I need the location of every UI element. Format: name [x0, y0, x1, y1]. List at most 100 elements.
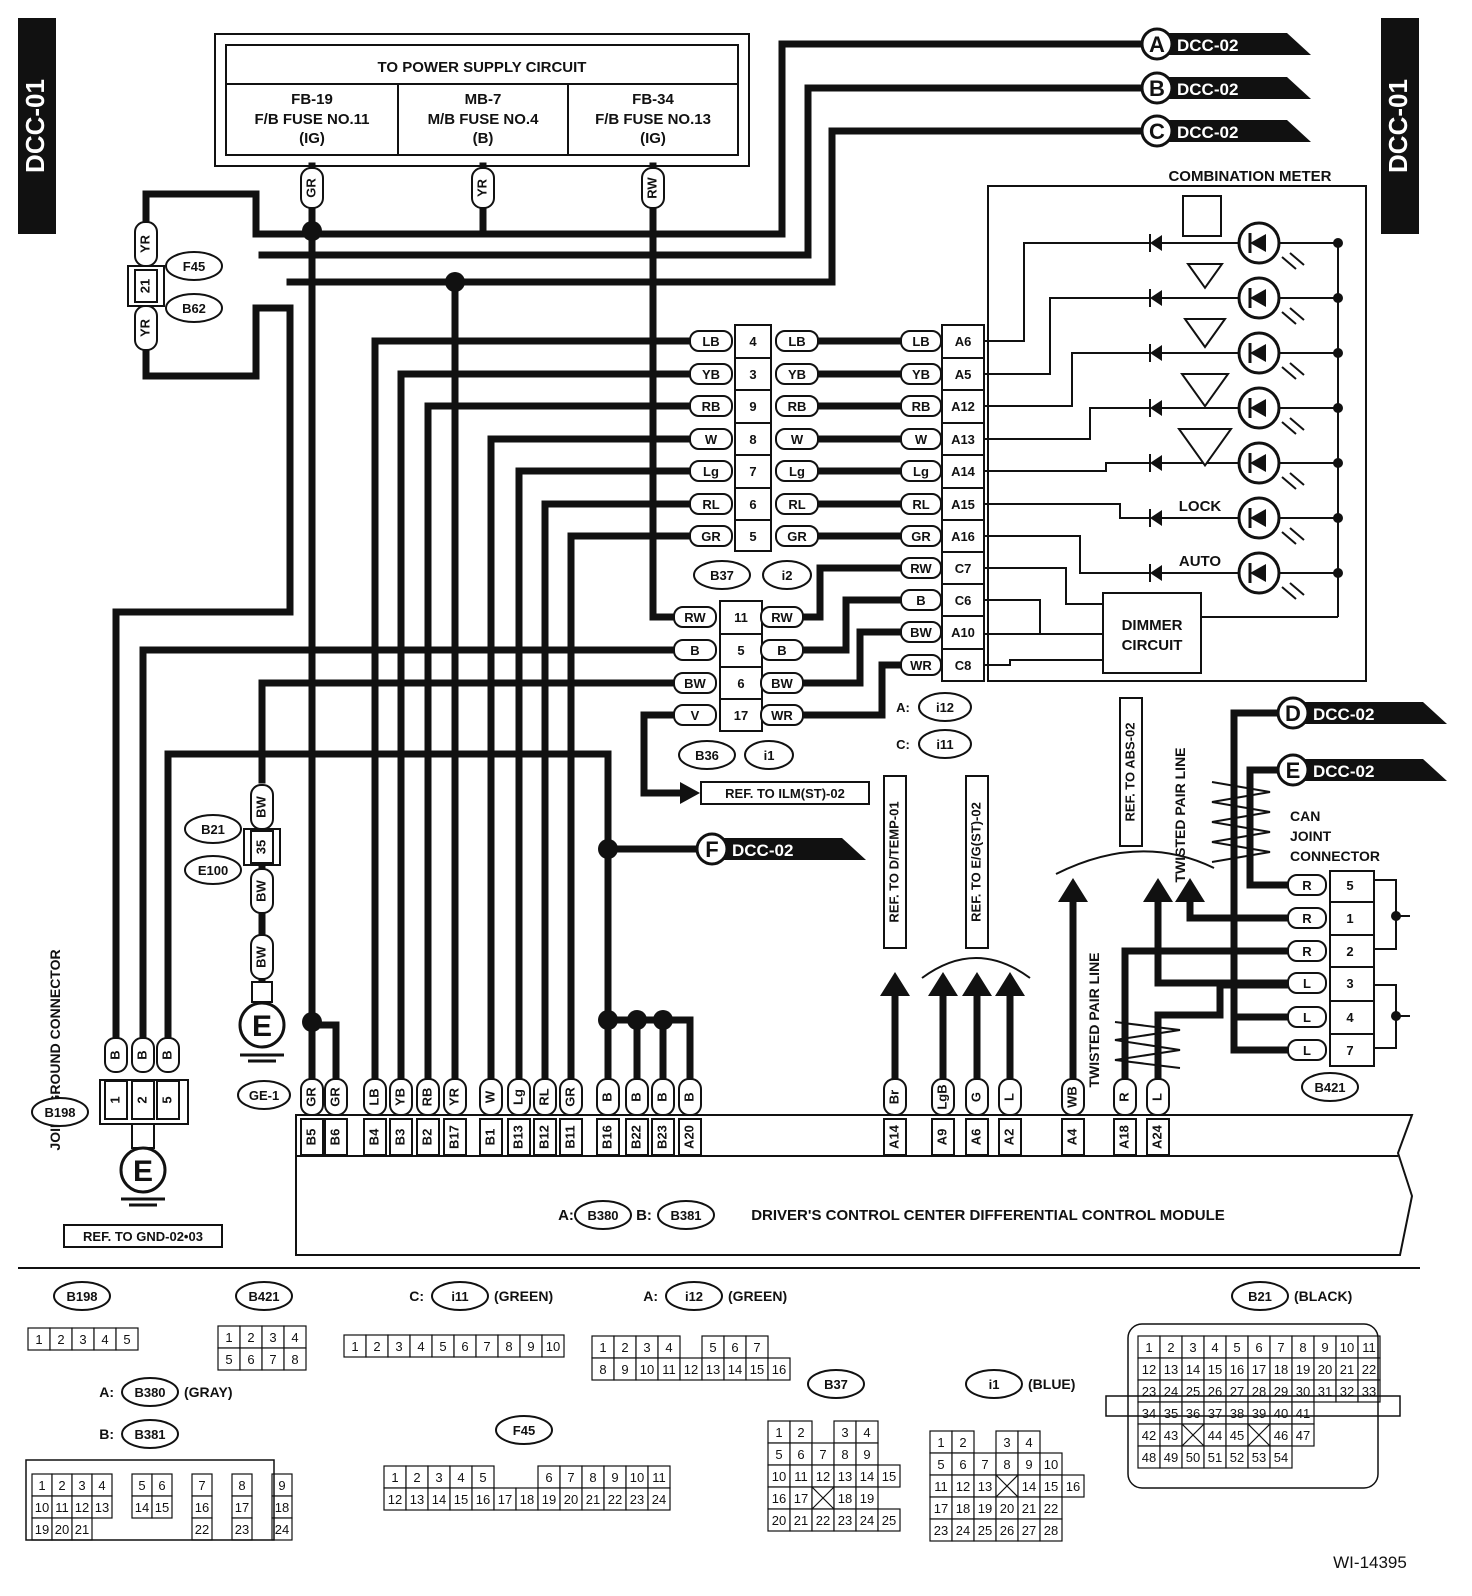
can-joint-connector: TWISTED PAIR LINE CAN JOINT CONNECTOR B4… [1172, 747, 1410, 1102]
svg-text:B: B [159, 1050, 174, 1059]
svg-text:B21: B21 [201, 822, 225, 837]
svg-text:26: 26 [1000, 1523, 1014, 1538]
svg-text:19: 19 [35, 1522, 49, 1537]
svg-text:11: 11 [55, 1500, 69, 1515]
svg-text:5: 5 [439, 1339, 446, 1354]
svg-text:R: R [1302, 911, 1312, 926]
svg-text:9: 9 [611, 1470, 618, 1485]
control-module: A: B380 B: B381 DRIVER'S CONTROL CENTER … [295, 952, 1414, 1256]
b37-left-9: RB [689, 395, 733, 417]
b37-pin-8: 8 [749, 432, 756, 447]
page-code-left: DCC-01 [18, 18, 56, 234]
svg-text:11: 11 [1362, 1340, 1376, 1355]
b37-right-9: RB [775, 395, 819, 417]
svg-text:1: 1 [937, 1435, 944, 1450]
b37-left-6: RL [689, 493, 733, 515]
svg-text:36: 36 [1186, 1406, 1200, 1421]
svg-text:14: 14 [432, 1492, 446, 1507]
svg-text:11: 11 [794, 1469, 808, 1484]
svg-text:5: 5 [709, 1340, 716, 1355]
module-wire-A24: L [1146, 1078, 1170, 1116]
svg-text:12: 12 [1142, 1362, 1156, 1377]
svg-text:F45: F45 [183, 259, 205, 274]
svg-text:Lg: Lg [789, 464, 805, 479]
svg-text:3: 3 [1003, 1435, 1010, 1450]
meter-wire-A10: BW [900, 621, 942, 643]
svg-text:6: 6 [461, 1339, 468, 1354]
svg-text:BW: BW [910, 625, 932, 640]
svg-text:4: 4 [417, 1339, 424, 1354]
svg-text:B: B [599, 1092, 614, 1101]
svg-text:REF. TO D/TEMP-01: REF. TO D/TEMP-01 [886, 801, 901, 922]
svg-text:11: 11 [652, 1470, 666, 1485]
svg-text:18: 18 [838, 1491, 852, 1506]
svg-text:35: 35 [1164, 1406, 1178, 1421]
svg-text:B198: B198 [44, 1105, 75, 1120]
svg-text:20: 20 [1000, 1501, 1014, 1516]
svg-text:18: 18 [275, 1500, 289, 1515]
svg-text:B: B [690, 643, 699, 658]
svg-text:7: 7 [198, 1478, 205, 1493]
meter-lamp-1 [1149, 221, 1343, 270]
svg-text:5: 5 [479, 1470, 486, 1485]
svg-text:7: 7 [1277, 1340, 1284, 1355]
svg-text:L: L [1303, 976, 1311, 991]
b37-pin-7: 7 [749, 464, 756, 479]
svg-text:35: 35 [253, 840, 268, 854]
meter-pin-C6: C6 [955, 593, 972, 608]
svg-text:3: 3 [841, 1425, 848, 1440]
svg-text:12: 12 [388, 1492, 402, 1507]
svg-text:GR: GR [303, 1087, 318, 1107]
svg-text:1: 1 [775, 1425, 782, 1440]
svg-text:16: 16 [772, 1362, 786, 1377]
module-pin-B23: B23 [654, 1125, 669, 1149]
svg-text:23: 23 [934, 1523, 948, 1538]
svg-text:GR: GR [562, 1087, 577, 1107]
svg-text:7: 7 [819, 1447, 826, 1462]
svg-text:10: 10 [1044, 1457, 1058, 1472]
svg-text:17: 17 [934, 1501, 948, 1516]
svg-text:12: 12 [816, 1469, 830, 1484]
module-pin-B4: B4 [366, 1128, 381, 1145]
svg-text:W: W [705, 432, 718, 447]
module-wire-A9: LgB [931, 1078, 955, 1116]
svg-text:43: 43 [1164, 1428, 1178, 1443]
combination-meter: COMBINATION METER DIMMER CIRCUIT LOCK AU… [896, 168, 1367, 759]
svg-text:B380: B380 [134, 1385, 165, 1400]
svg-text:6: 6 [1255, 1340, 1262, 1355]
svg-text:3: 3 [79, 1332, 86, 1347]
svg-text:19: 19 [542, 1492, 556, 1507]
svg-text:53: 53 [1252, 1450, 1266, 1465]
module-pin-A24: A24 [1149, 1124, 1164, 1149]
b37-pin-6: 6 [749, 497, 756, 512]
svg-text:1: 1 [38, 1478, 45, 1493]
ground-e-symbol-2: E [133, 1155, 153, 1188]
svg-text:5: 5 [123, 1332, 130, 1347]
svg-text:4: 4 [291, 1330, 298, 1345]
svg-text:LB: LB [366, 1088, 381, 1105]
svg-text:1: 1 [351, 1339, 358, 1354]
b21-e100-connector: BW 35 BW B21 E100 BW E GE-1 [184, 784, 291, 1110]
f45-b62-connector: YR 21 YR F45 B62 [127, 221, 223, 351]
module-pin-B5: B5 [303, 1129, 318, 1146]
svg-text:B:: B: [99, 1426, 114, 1442]
power-title: TO POWER SUPPLY CIRCUIT [378, 59, 587, 76]
svg-text:TWISTED PAIR LINE: TWISTED PAIR LINE [1172, 747, 1188, 882]
svg-text:13: 13 [95, 1500, 109, 1515]
svg-text:20: 20 [55, 1522, 69, 1537]
module-wire-A20: B [678, 1078, 702, 1116]
svg-text:8: 8 [1299, 1340, 1306, 1355]
svg-text:LgB: LgB [934, 1084, 949, 1109]
svg-text:i12: i12 [685, 1289, 703, 1304]
module-pin-B3: B3 [392, 1129, 407, 1146]
svg-text:W: W [915, 432, 928, 447]
b37-left-7: Lg [689, 460, 733, 482]
svg-text:54: 54 [1274, 1450, 1288, 1465]
svg-text:28: 28 [1044, 1523, 1058, 1538]
svg-text:23: 23 [630, 1492, 644, 1507]
svg-text:6: 6 [247, 1352, 254, 1367]
